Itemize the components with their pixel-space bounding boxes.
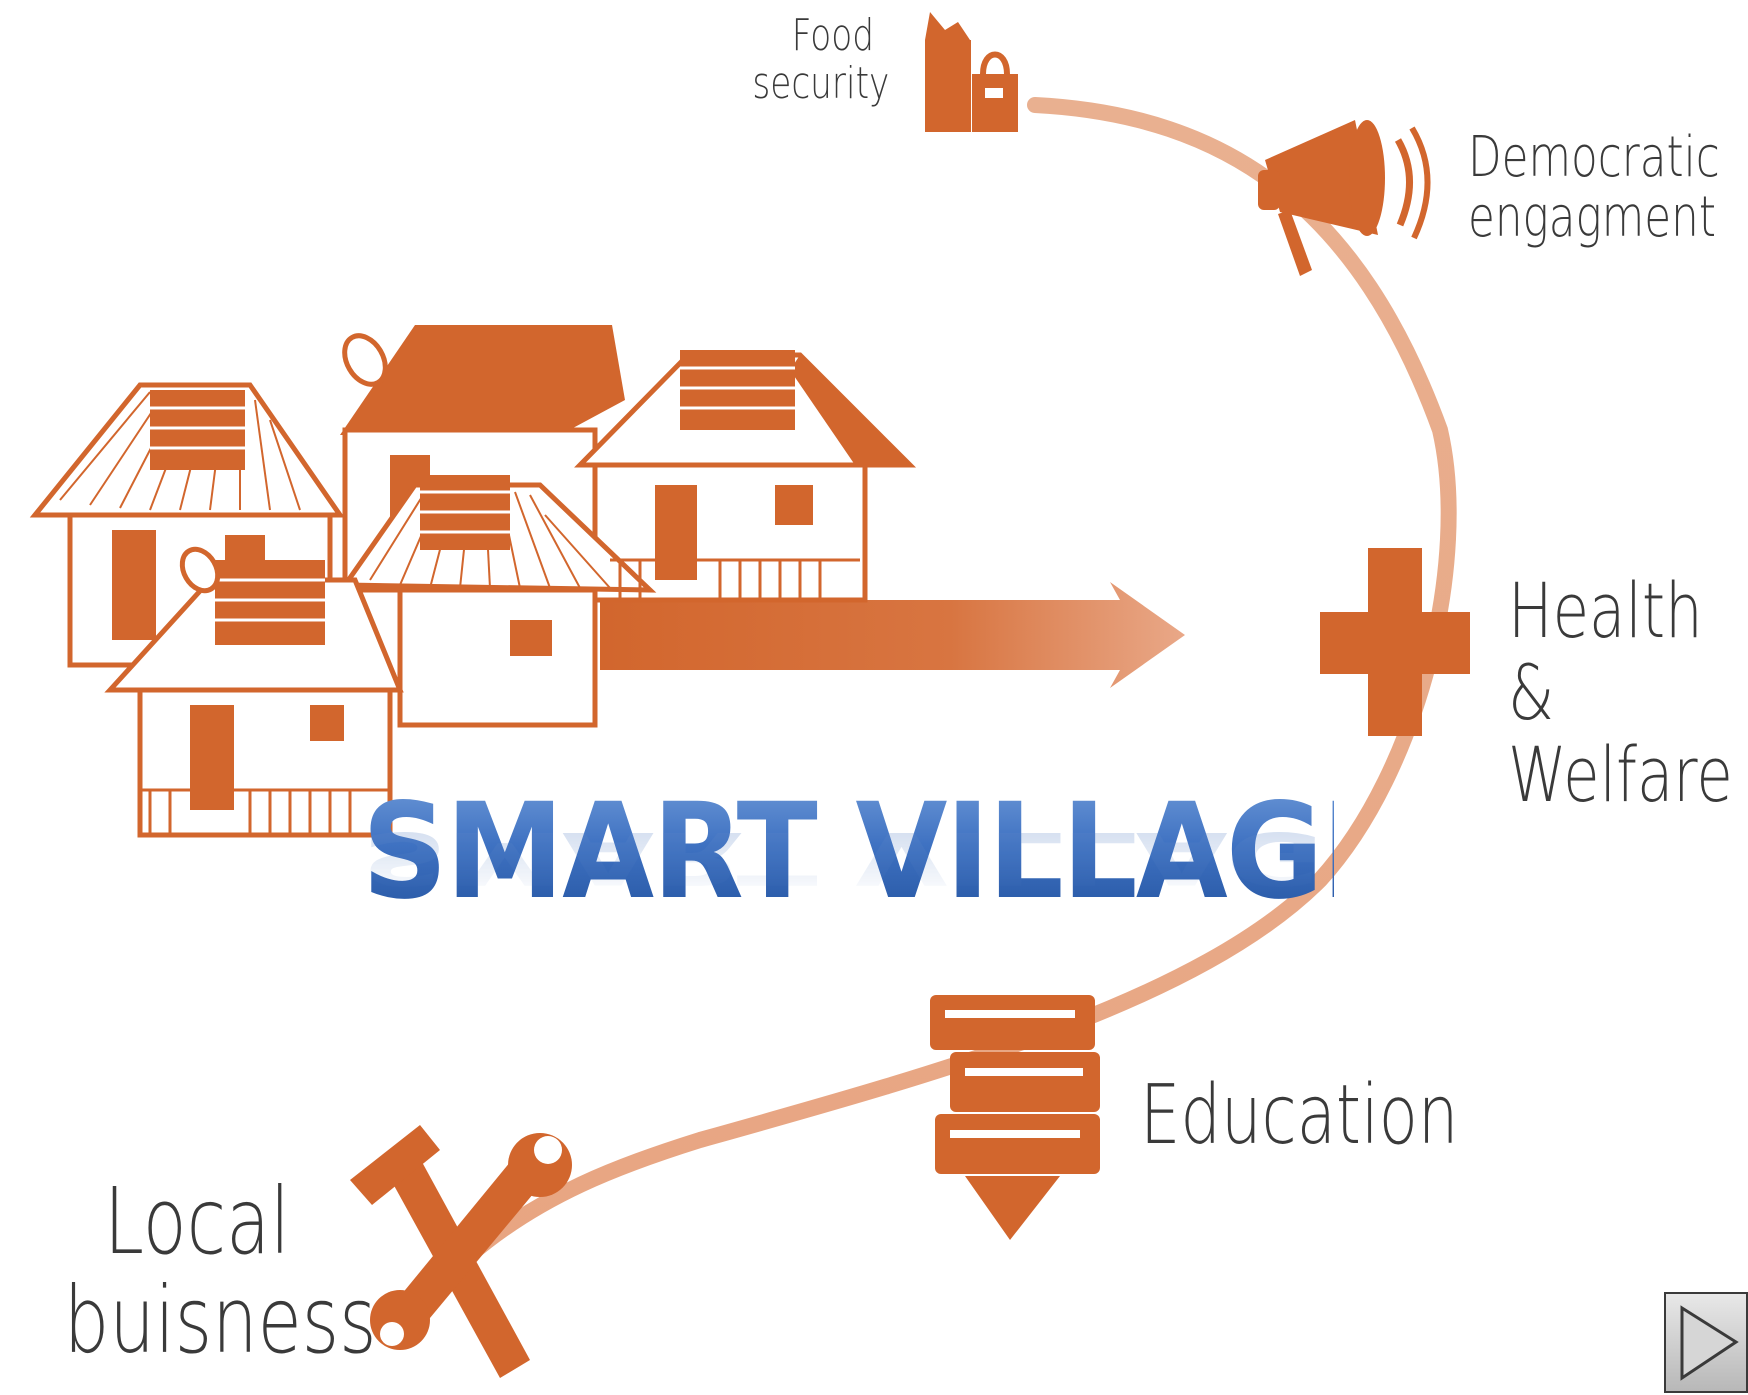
diagram-title: SMART VILLAGE: [362, 775, 1403, 929]
cross-icon: [1320, 548, 1470, 736]
next-slide-button[interactable]: [1664, 1292, 1748, 1393]
play-next-icon: [1680, 1305, 1739, 1381]
village-houses: [29, 325, 917, 838]
democratic-engagement-label: Democratic engagment: [1468, 125, 1720, 251]
health-welfare-label: Health & Welfare: [1508, 566, 1733, 820]
local-business-label: Local buisness: [63, 1168, 377, 1375]
grocery-bags-icon: [925, 12, 1018, 132]
education-label: Education: [1140, 1068, 1459, 1163]
tools-icon: [350, 1125, 572, 1378]
flow-arc: [462, 97, 1457, 1263]
progress-arrow: [600, 582, 1185, 688]
books-icon: [930, 995, 1100, 1240]
megaphone-icon: [1258, 120, 1431, 276]
food-security-label: Food security: [752, 10, 890, 109]
